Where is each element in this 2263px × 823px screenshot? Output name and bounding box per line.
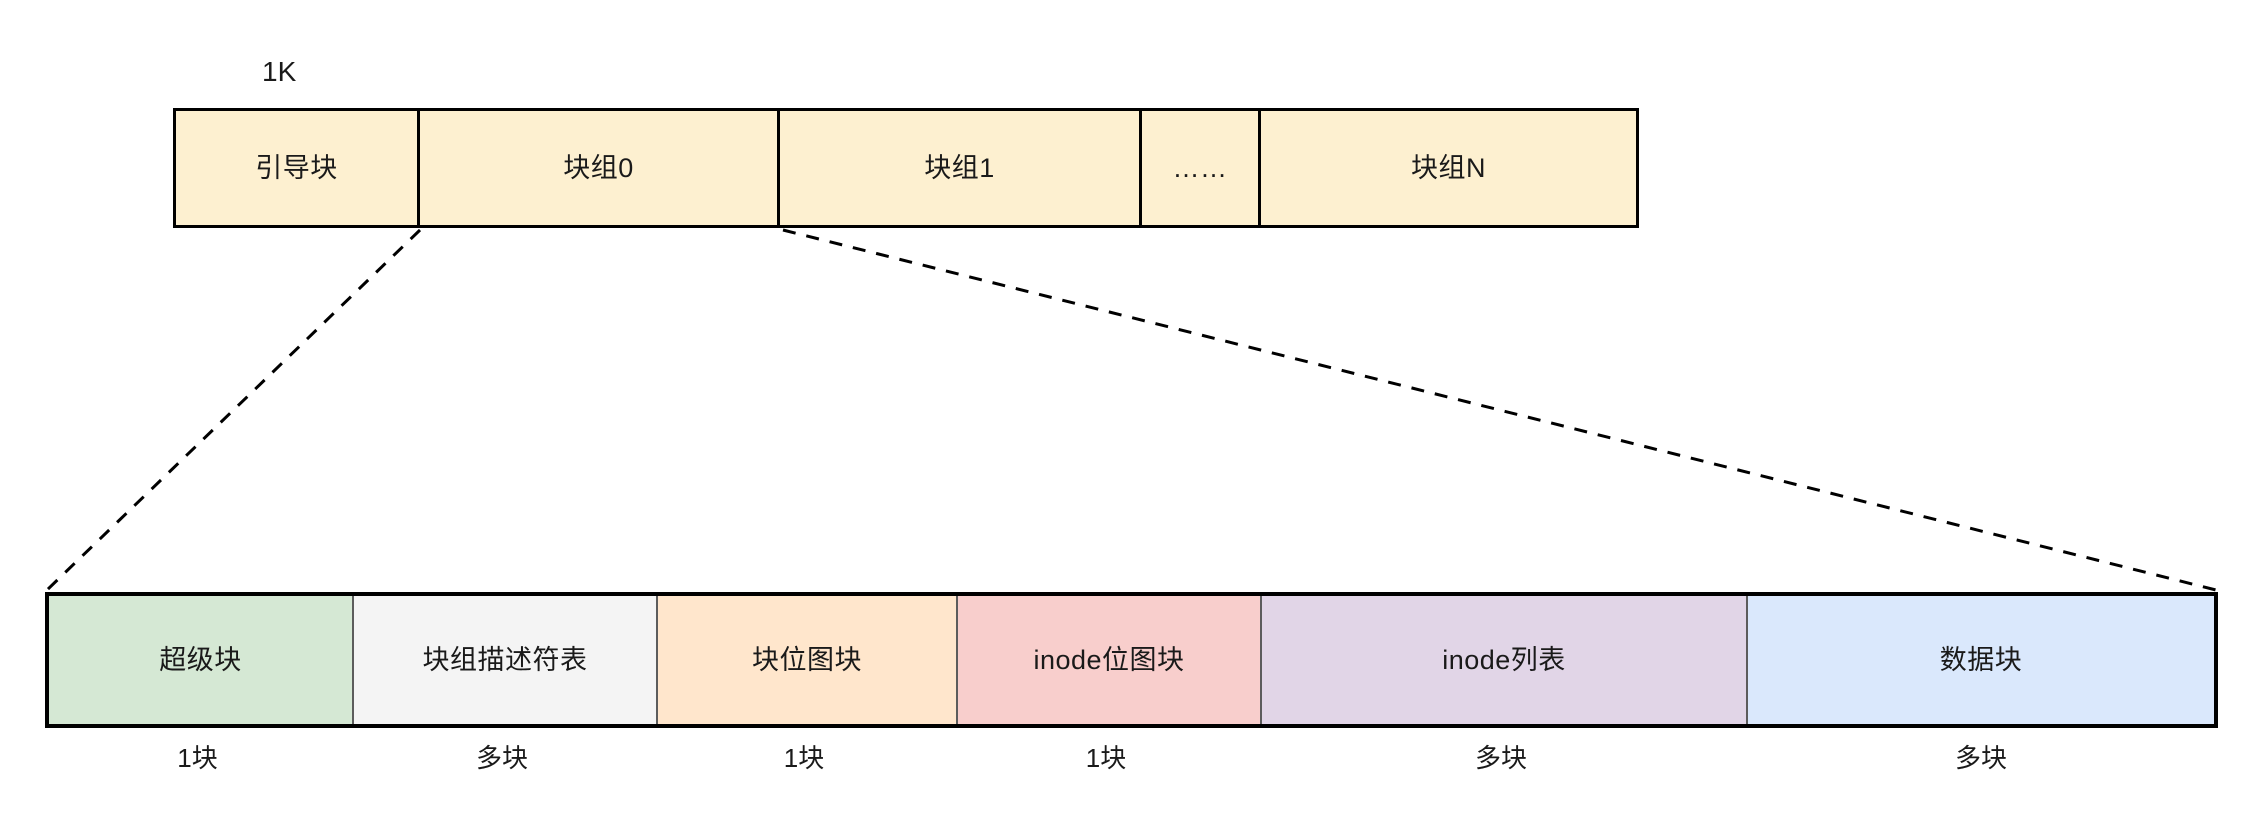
block-group-segment-data-blocks-label: 数据块 (1939, 644, 2023, 675)
right-expand-line (782, 228, 2217, 592)
block-count-block-bitmap: 1块 (783, 743, 825, 773)
block-group-segment-superblock-label: 超级块 (159, 644, 242, 675)
disk-cell-block-group-1-label: 块组1 (924, 152, 995, 183)
disk-cell-ellipsis-label: …… (1172, 152, 1228, 183)
block-count-superblock: 1块 (177, 743, 218, 773)
block-group-segment-inode-table[interactable]: inode列表 (1262, 596, 1748, 724)
block-group-segment-block-bitmap-label: 块位图块 (752, 644, 862, 675)
disk-cell-boot-block[interactable]: 引导块 (176, 111, 420, 225)
block-count-inode-bitmap: 1块 (1085, 743, 1127, 773)
disk-layout-bar: 引导块 块组0 块组1 …… 块组N (173, 108, 1639, 228)
disk-cell-boot-block-label: 引导块 (255, 152, 338, 183)
block-group-segment-inode-table-label: inode列表 (1442, 644, 1566, 675)
block-group-segment-group-descriptor-table-label: 块组描述符表 (422, 644, 588, 675)
block-group-segment-group-descriptor-table[interactable]: 块组描述符表 (354, 596, 658, 724)
disk-cell-block-group-n-label: 块组N (1411, 152, 1486, 183)
block-group-segment-superblock[interactable]: 超级块 (49, 596, 354, 724)
disk-cell-block-group-0-label: 块组0 (563, 152, 634, 183)
block-group-segment-data-blocks[interactable]: 数据块 (1748, 596, 2214, 724)
block-group-segment-block-bitmap[interactable]: 块位图块 (658, 596, 958, 724)
block-group-segment-inode-bitmap-label: inode位图块 (1033, 644, 1185, 675)
block-count-group-descriptor-table: 多块 (475, 743, 528, 773)
block-group-segment-inode-bitmap[interactable]: inode位图块 (958, 596, 1262, 724)
disk-cell-block-group-0[interactable]: 块组0 (420, 111, 780, 225)
block-group-detail-bar: 超级块 块组描述符表 块位图块 inode位图块 inode列表 数据块 (45, 592, 2218, 728)
block-count-inode-table: 多块 (1474, 743, 1527, 773)
boot-block-size-label: 1K (262, 56, 297, 87)
left-expand-line (45, 228, 422, 592)
block-count-data-blocks: 多块 (1954, 743, 2007, 773)
disk-cell-block-group-1[interactable]: 块组1 (780, 111, 1142, 225)
disk-cell-block-group-n[interactable]: 块组N (1261, 111, 1636, 225)
block-count-caption-row: 1块 多块 1块 1块 多块 多块 (45, 736, 2218, 780)
disk-cell-ellipsis: …… (1142, 111, 1261, 225)
